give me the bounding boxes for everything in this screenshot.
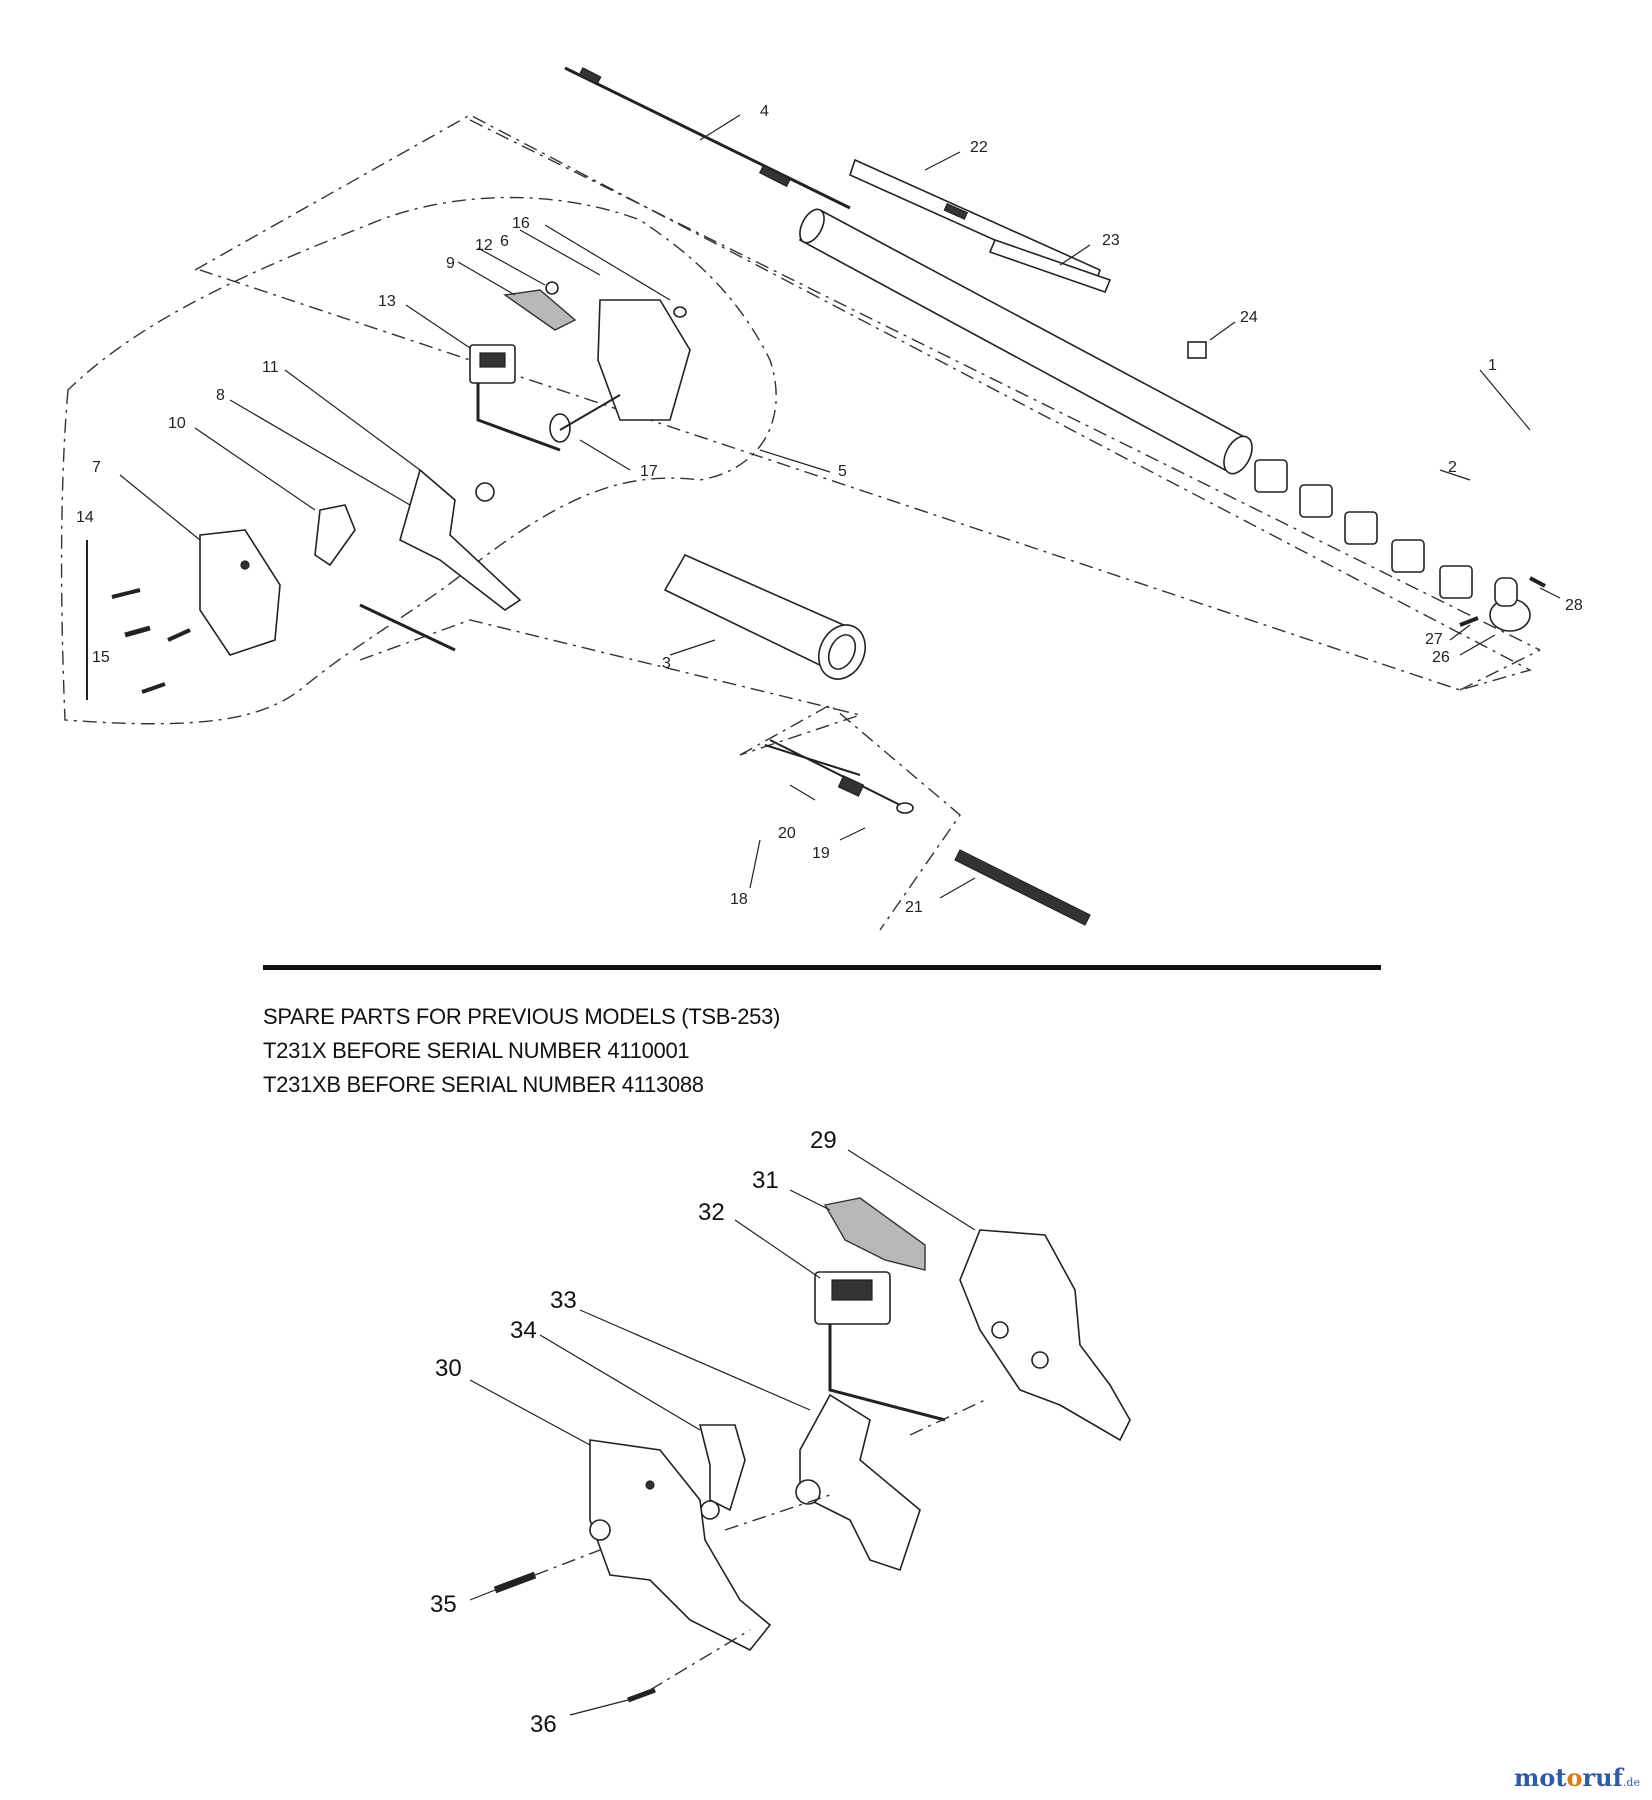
serial-note-t231xb: T231XB BEFORE SERIAL NUMBER 4113088	[263, 1072, 704, 1097]
leaders-lower	[469, 1149, 976, 1716]
callout-10: 10	[168, 415, 186, 432]
callout-8: 8	[216, 387, 225, 404]
callout-26: 26	[1432, 649, 1450, 666]
callout-27: 27	[1425, 631, 1443, 648]
callout-1: 1	[1488, 357, 1497, 374]
leaders-upper	[119, 114, 1561, 899]
callout-35: 35	[430, 1591, 457, 1618]
section-divider	[263, 965, 1381, 970]
callout-18: 18	[730, 891, 748, 908]
callout-28: 28	[1565, 597, 1583, 614]
callout-24: 24	[1240, 309, 1258, 326]
callout-20: 20	[778, 825, 796, 842]
callout-14: 14	[76, 509, 94, 526]
callouts-lower: 29 31 32 33 34 30 35 36	[430, 1127, 837, 1738]
callout-11: 11	[262, 359, 279, 376]
upper-assembly	[60, 66, 1546, 931]
callout-4: 4	[760, 103, 769, 120]
motoruf-watermark-logo: motomotorufruf.de	[1514, 1763, 1640, 1792]
callout-5: 5	[838, 463, 847, 480]
bushing-set	[1254, 459, 1473, 599]
callout-6: 6	[500, 233, 509, 250]
serial-note-t231x: T231X BEFORE SERIAL NUMBER 4110001	[263, 1038, 690, 1063]
callout-33: 33	[550, 1287, 577, 1314]
callout-12: 12	[475, 237, 493, 254]
callout-15: 15	[92, 649, 110, 666]
callout-29: 29	[810, 1127, 837, 1154]
callout-9: 9	[446, 255, 455, 272]
callout-23: 23	[1102, 232, 1120, 249]
previous-models-heading: SPARE PARTS FOR PREVIOUS MODELS (TSB-253…	[263, 1004, 781, 1029]
callout-34: 34	[510, 1317, 537, 1344]
callout-13: 13	[378, 293, 396, 310]
callout-32: 32	[698, 1199, 725, 1226]
callout-16: 16	[512, 215, 530, 232]
callout-3: 3	[662, 655, 671, 672]
callout-31: 31	[752, 1167, 779, 1194]
callout-22: 22	[970, 139, 988, 156]
callout-30: 30	[435, 1355, 462, 1382]
callouts-upper: 4 22 23 24 1 2 28 27 26 5 17 16 6 12 9 1…	[76, 103, 1583, 916]
callout-36: 36	[530, 1711, 557, 1738]
callout-21: 21	[905, 899, 923, 916]
callout-2: 2	[1448, 459, 1457, 476]
previous-model-assembly	[493, 1197, 1131, 1703]
callout-17: 17	[640, 463, 658, 480]
callout-7: 7	[92, 459, 101, 476]
callout-19: 19	[812, 845, 830, 862]
